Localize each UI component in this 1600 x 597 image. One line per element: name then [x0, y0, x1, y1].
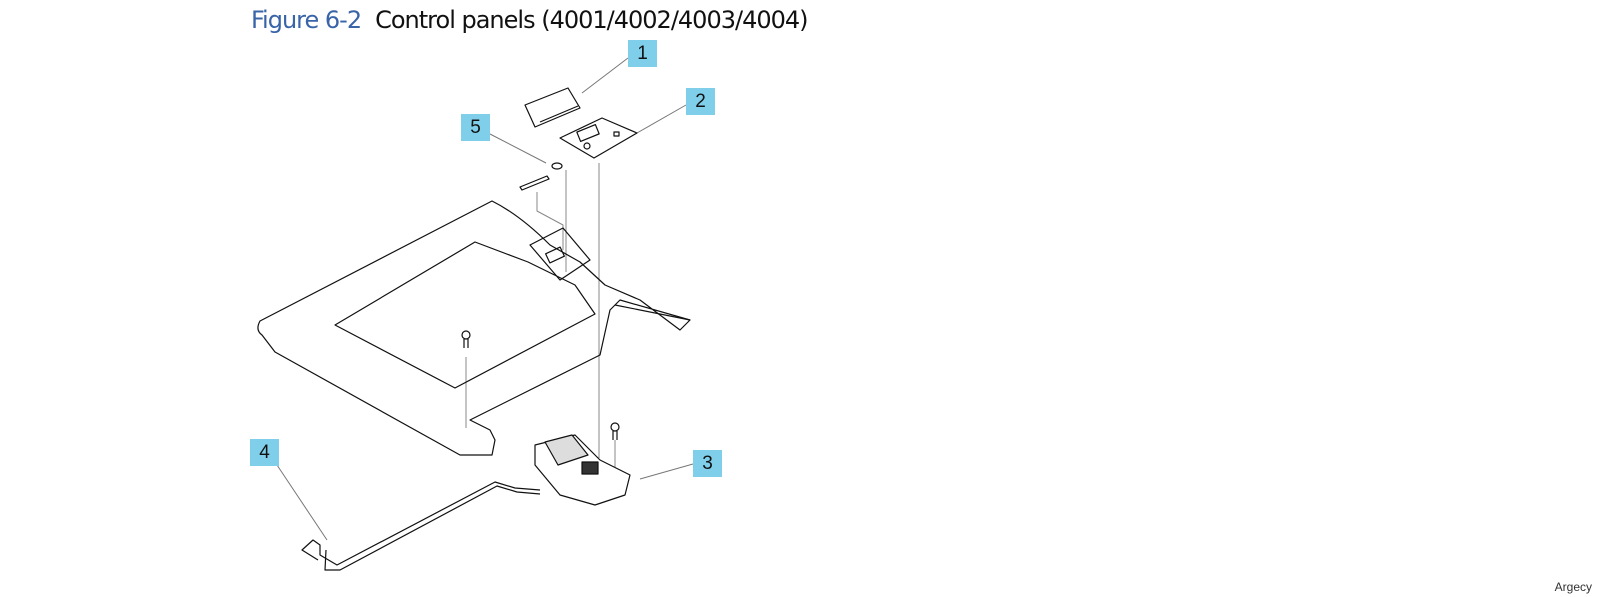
- callout-3: 3: [693, 450, 722, 477]
- figure-title: Figure 6-2 Control panels (4001/4002/4003…: [251, 6, 809, 34]
- part-4-cable: [301, 481, 541, 571]
- callout-2: 2: [686, 88, 715, 115]
- watermark: Argecy: [1554, 580, 1592, 594]
- figure-caption: Control panels (4001/4002/4003/4004): [375, 6, 808, 34]
- control-panel-frame: [257, 200, 691, 456]
- light-pipe: [519, 175, 550, 191]
- leader-lines: [276, 57, 694, 541]
- part-3-control-panel-assembly: [534, 434, 631, 506]
- part-2-bezel: [559, 117, 638, 159]
- callout-5: 5: [461, 114, 490, 141]
- screw-icon: [461, 330, 471, 348]
- callout-1: 1: [628, 40, 657, 67]
- part-1-cover: [524, 87, 581, 128]
- figure-number: Figure 6-2: [251, 6, 362, 34]
- screw-icon: [610, 422, 620, 440]
- part-5-button: [551, 162, 563, 170]
- callout-4: 4: [250, 439, 279, 466]
